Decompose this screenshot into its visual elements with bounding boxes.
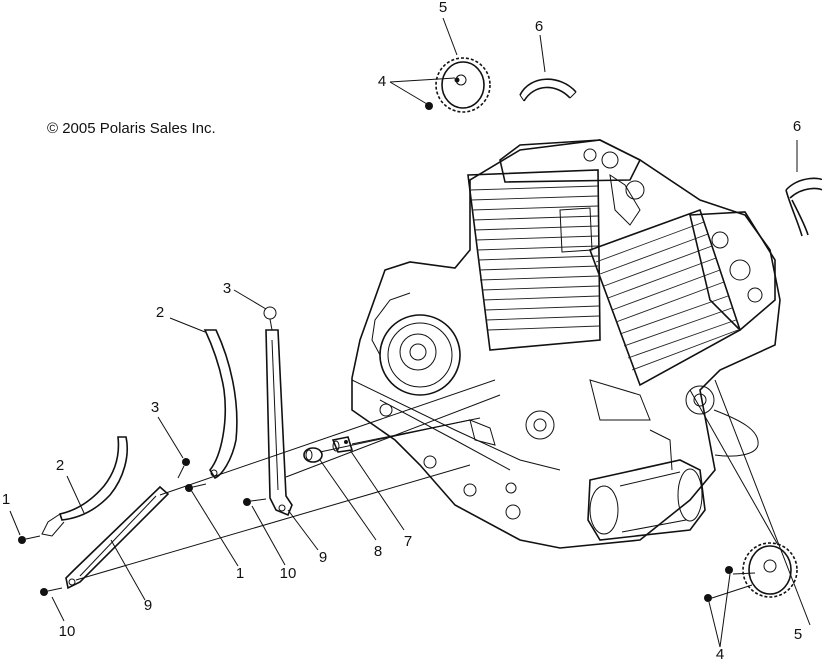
callout-3-top: 3 <box>222 280 232 297</box>
tensioner-blade-left <box>65 485 170 590</box>
bolt-10-left <box>40 587 63 596</box>
callout-1-mid: 1 <box>235 565 245 582</box>
sprocket-bottom <box>742 542 798 598</box>
rear-cylinder <box>588 208 741 387</box>
callout-5-top: 5 <box>438 0 448 16</box>
callout-9-left: 9 <box>143 597 153 614</box>
seal-top <box>519 78 577 102</box>
sprocket-bolt-bottom-1 <box>725 566 733 574</box>
callout-4-bottom: 4 <box>715 646 725 663</box>
callout-2-left: 2 <box>55 457 65 474</box>
fitting-7 <box>331 436 354 453</box>
starter-motor <box>587 459 706 541</box>
cam-drive-gear <box>371 292 461 396</box>
callout-10-mid: 10 <box>279 565 297 582</box>
plug-8 <box>303 447 323 463</box>
copyright-notice: © 2005 Polaris Sales Inc. <box>47 120 216 137</box>
callout-8: 8 <box>373 543 383 560</box>
sprocket-top <box>435 57 491 113</box>
seal-right <box>785 177 822 237</box>
callout-6-top: 6 <box>534 18 544 35</box>
bolt-10-mid <box>243 498 267 506</box>
callout-5-bottom: 5 <box>793 626 803 643</box>
chain-guide-mid <box>203 329 238 480</box>
bolt-1-left <box>18 535 41 544</box>
engine-assembly <box>351 139 781 549</box>
callout-4-top: 4 <box>377 73 387 90</box>
callout-1-left: 1 <box>1 491 11 508</box>
sprocket-bolt-bottom-2 <box>704 594 712 602</box>
callout-3-left: 3 <box>150 399 160 416</box>
callout-7: 7 <box>403 533 413 550</box>
callout-2-mid: 2 <box>155 304 165 321</box>
callout-6-right: 6 <box>792 118 802 135</box>
callout-9-mid: 9 <box>318 549 328 566</box>
tensioner-blade-mid <box>263 306 293 517</box>
callout-10-left: 10 <box>58 623 76 640</box>
front-cylinder <box>467 169 601 351</box>
bolt-3-left <box>177 458 190 479</box>
chain-guide-left <box>41 436 129 537</box>
